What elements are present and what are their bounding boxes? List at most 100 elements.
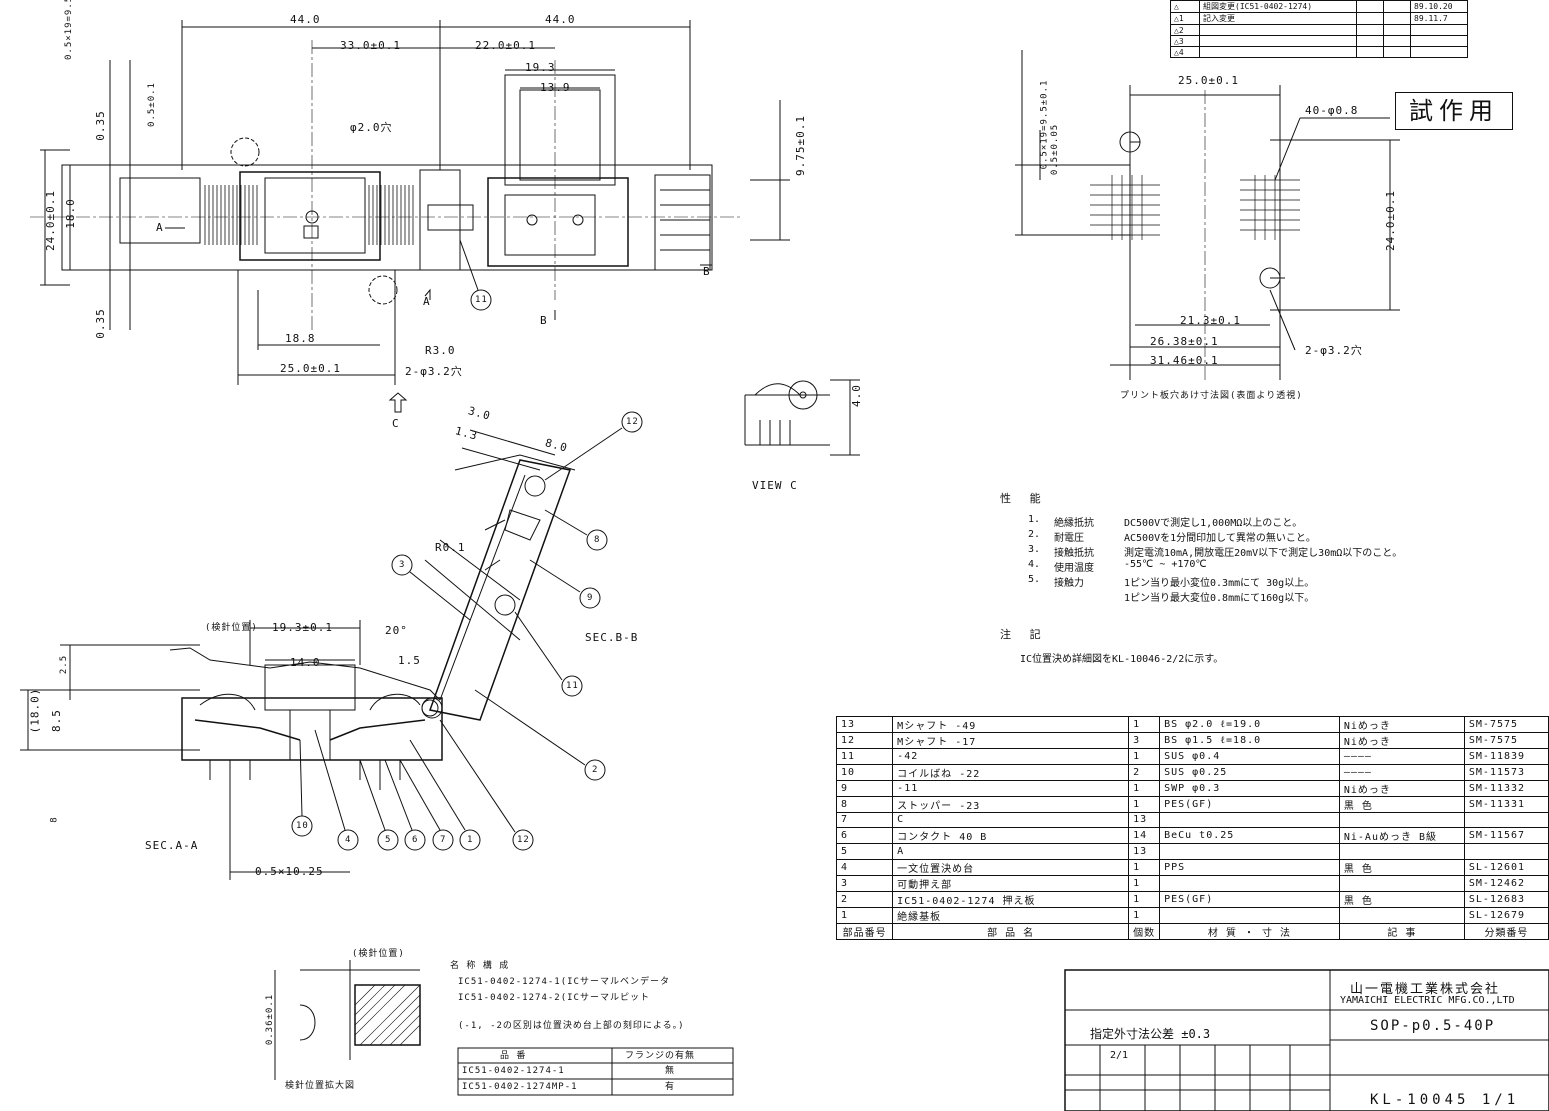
bom-cell: SUS φ0.4 [1159, 748, 1340, 765]
bom-cell: 2 [1128, 763, 1161, 781]
pcb-dim-21-3: 21.3±0.1 [1180, 314, 1241, 327]
bom-cell: SUS φ0.25 [1159, 763, 1340, 781]
revision-cell [1410, 35, 1468, 47]
revision-cell [1356, 0, 1384, 13]
naming-line-1: IC51-0402-1274-1(ICサーマルベンデータ [458, 977, 670, 987]
bom-header-cell: 部品番号 [835, 922, 894, 940]
revision-cell: △2 [1170, 24, 1200, 36]
dim-0-5: 0.5±0.1 [146, 82, 157, 127]
bom-cell: 12 [835, 732, 894, 749]
bom-cell: コイルばね -22 [892, 763, 1130, 781]
bom-cell: 14 [1128, 827, 1161, 844]
bom-header-cell: 材 質 ・ 寸 法 [1159, 922, 1340, 940]
label-b-right: B [703, 265, 711, 278]
callout-12-bottom: 12 [517, 835, 530, 845]
bom-cell: 1 [1128, 716, 1161, 733]
revision-cell [1383, 46, 1411, 58]
dim-13-9: 13.9 [540, 81, 571, 94]
callout-1: 1 [467, 835, 474, 845]
bom-cell: 一文位置決め台 [892, 858, 1130, 876]
bom-cell: 3 [835, 874, 894, 892]
dim-0-35-top: 0.35 [93, 110, 107, 141]
dim-9-75: 9.75±0.1 [793, 115, 807, 176]
bom-cell: BeCu t0.25 [1159, 827, 1340, 844]
revision-cell [1410, 46, 1468, 58]
naming-row-1-b: 無 [665, 1066, 676, 1076]
bom-cell [1338, 811, 1465, 828]
bom-cell: BS φ2.0 ℓ=19.0 [1159, 716, 1340, 733]
dim-hole: φ2.0穴 [350, 121, 393, 134]
bom-cell [1159, 811, 1340, 828]
bom-cell: 10 [835, 763, 894, 781]
general-tolerance: 指定外寸法公差 ±0.3 [1090, 1027, 1211, 1041]
revision-cell [1356, 24, 1384, 36]
bom-cell: Mシャフト -17 [892, 732, 1130, 749]
specs-heading: 性 能 [1000, 492, 1047, 505]
bom-cell [1159, 874, 1340, 892]
callout-4: 4 [345, 835, 352, 845]
revision-row: △4 [1170, 46, 1468, 58]
bom-cell: 黒 色 [1338, 890, 1465, 908]
bom-cell: SM-11331 [1463, 795, 1549, 813]
bom-cell [1338, 906, 1465, 924]
callout-11-top: 11 [475, 295, 488, 305]
bom-cell: SM-11567 [1463, 827, 1549, 844]
pin-detail [274, 960, 421, 1080]
revision-cell: △4 [1170, 46, 1200, 58]
callout-8: 8 [594, 535, 601, 545]
revision-cell: △3 [1170, 35, 1200, 47]
revision-cell: 記入変更 [1199, 12, 1357, 25]
bom-cell: 8 [835, 795, 894, 813]
bom-cell [1338, 874, 1465, 892]
callout-12-top: 12 [626, 417, 639, 427]
naming-heading: 名 称 構 成 [450, 961, 510, 971]
bom-cell: 黒 色 [1338, 795, 1465, 813]
dim-2-5: 2.5 [59, 654, 70, 675]
bom-cell: 11 [835, 748, 894, 765]
bom-cell [1159, 906, 1340, 924]
title-block [1064, 969, 1549, 1111]
bom-cell: 1 [835, 906, 894, 924]
callouts [291, 239, 643, 851]
revision-cell [1383, 24, 1411, 36]
detail-caption: 検針位置拡大図 [285, 1081, 356, 1091]
bom-cell: 可動押え部 [892, 874, 1130, 892]
bom-cell: Ni-Auめっき B級 [1338, 827, 1465, 844]
dim-18-8: 18.8 [285, 332, 316, 345]
pcb-dim-2-phi: 2-φ3.2穴 [1305, 344, 1363, 357]
bom-cell: 9 [835, 779, 894, 797]
spec-row: 3.接触抵抗測定電流10mA,開放電圧20mV以下で測定し30mΩ以下のこと。 [1027, 544, 1403, 559]
revision-cell: △ [1170, 0, 1200, 13]
section-a-a [20, 620, 443, 880]
pcb-hole-array [1090, 175, 1300, 240]
bom-cell: PPS [1159, 858, 1340, 876]
dim-20-deg: 20° [385, 624, 408, 637]
revision-cell [1356, 46, 1384, 58]
bom-cell: -11 [892, 779, 1130, 797]
revision-cell: 89.10.20 [1410, 0, 1468, 13]
bom-cell: SL-12683 [1463, 890, 1549, 908]
bom-cell: -42 [892, 748, 1130, 765]
dim-19-3-section: 19.3±0.1 [272, 621, 333, 634]
revision-cell [1383, 35, 1411, 47]
dim-0-5x10-25: 0.5×10.25 [255, 865, 324, 878]
sec-a-a-title: SEC.A-A [145, 839, 199, 852]
dim-0-36: 0.36±0.1 [265, 993, 276, 1046]
bom-cell [1463, 843, 1549, 860]
pcb-dim-24: 24.0±0.1 [1383, 190, 1397, 251]
callout-2: 2 [592, 765, 599, 775]
revision-row: △組図変更(IC51-0402-1274)89.10.20 [1170, 0, 1468, 13]
callout-9: 9 [587, 593, 594, 603]
naming-col-1: 品 番 [500, 1051, 527, 1061]
bom-cell: 3 [1128, 732, 1161, 749]
bom-cell: C [892, 811, 1130, 828]
bom-cell: ———— [1338, 748, 1465, 765]
